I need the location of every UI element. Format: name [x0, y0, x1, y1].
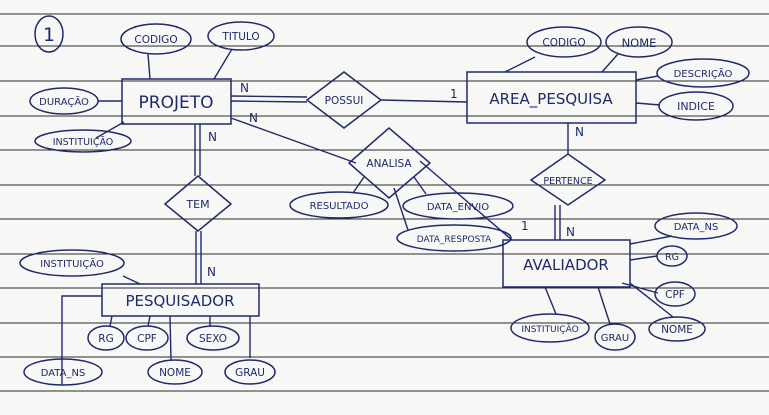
- attribute-label: RESULTADO: [310, 201, 369, 212]
- entity-avaliador-label: AVALIADOR: [523, 256, 609, 274]
- attribute-label: CPF: [137, 333, 157, 345]
- relationship-tem[interactable]: TEM: [163, 175, 233, 232]
- attribute-label: INSTITUIÇÃO: [53, 137, 114, 148]
- attribute-label: DATA_RESPOSTA: [417, 235, 492, 245]
- attribute-label: CPF: [665, 289, 685, 301]
- attribute-analisa-data-resposta[interactable]: DATA_RESPOSTA: [396, 224, 512, 252]
- cardinalities: N N 1 N N N 1 N: [207, 81, 584, 279]
- attributes: CODIGO TITULO DURAÇÃO INSTITUIÇÃO CODIGO…: [19, 21, 750, 386]
- cardinality-label: N: [240, 81, 249, 95]
- attribute-avaliador-cpf[interactable]: CPF: [654, 281, 696, 307]
- cardinality-label: 1: [450, 87, 458, 101]
- attribute-label: DESCRIÇÃO: [674, 67, 733, 80]
- attribute-analisa-resultado[interactable]: RESULTADO: [289, 191, 389, 219]
- attribute-pesquisador-grau[interactable]: GRAU: [224, 359, 276, 385]
- attribute-label: GRAU: [601, 333, 629, 344]
- attribute-label: GRAU: [235, 367, 265, 379]
- attribute-label: DATA_NS: [41, 368, 86, 379]
- attribute-label: CODIGO: [542, 37, 585, 49]
- entity-projeto[interactable]: PROJETO: [121, 78, 232, 125]
- attribute-avaliador-rg[interactable]: RG: [656, 245, 688, 267]
- relationship-analisa[interactable]: ANALISA: [347, 127, 432, 199]
- relationship-analisa-label: ANALISA: [366, 158, 412, 170]
- attribute-pesquisador-rg[interactable]: RG: [87, 325, 125, 351]
- attribute-analisa-data-envio[interactable]: DATA_ENVIO: [402, 192, 514, 220]
- attribute-label: INSTITUIÇÃO: [521, 324, 578, 335]
- attribute-avaliador-instituicao[interactable]: INSTITUIÇÃO: [510, 313, 590, 343]
- attribute-area-indice[interactable]: INDICE: [658, 91, 734, 121]
- cardinality-label: N: [575, 125, 584, 139]
- relationship-possui-label: POSSUI: [325, 95, 364, 107]
- attribute-avaliador-nome[interactable]: NOME: [648, 316, 706, 342]
- attribute-label: DATA_ENVIO: [427, 202, 489, 213]
- attribute-projeto-instituicao[interactable]: INSTITUIÇÃO: [34, 129, 132, 153]
- attribute-avaliador-data-ns[interactable]: DATA_NS: [654, 212, 738, 240]
- entities: PROJETO AREA_PESQUISA PESQUISADOR AVALIA…: [101, 71, 637, 317]
- cardinality-label: N: [207, 265, 216, 279]
- cardinality-label: 1: [521, 219, 529, 233]
- cardinality-label: N: [249, 111, 258, 125]
- attribute-label: RG: [665, 252, 679, 263]
- attribute-label: NOME: [661, 324, 693, 336]
- attribute-label: NOME: [622, 36, 657, 50]
- entity-area-pesquisa[interactable]: AREA_PESQUISA: [466, 71, 637, 124]
- attribute-label: DURAÇÃO: [39, 95, 89, 108]
- exercise-number-badge: 1: [34, 15, 64, 53]
- attribute-label: INDICE: [677, 100, 715, 113]
- relationship-possui[interactable]: POSSUI: [305, 71, 383, 129]
- cardinality-label: N: [208, 130, 217, 144]
- attribute-area-nome[interactable]: NOME: [605, 26, 673, 58]
- connectors: [61, 48, 674, 385]
- attribute-pesquisador-instituicao[interactable]: INSTITUIÇÃO: [19, 249, 125, 277]
- entity-pesquisador-label: PESQUISADOR: [125, 292, 234, 310]
- attribute-label: TITULO: [221, 31, 259, 43]
- entity-projeto-label: PROJETO: [139, 93, 214, 113]
- attribute-pesquisador-nome[interactable]: NOME: [147, 359, 203, 385]
- relationship-pertence[interactable]: PERTENCE: [529, 153, 607, 206]
- entity-pesquisador[interactable]: PESQUISADOR: [101, 283, 260, 317]
- attribute-label: DATA_NS: [674, 222, 719, 233]
- entity-avaliador[interactable]: AVALIADOR: [502, 239, 631, 288]
- attribute-label: CODIGO: [134, 34, 177, 46]
- attribute-avaliador-grau[interactable]: GRAU: [594, 323, 636, 351]
- entity-area-pesquisa-label: AREA_PESQUISA: [489, 90, 613, 109]
- attribute-label: INSTITUIÇÃO: [40, 257, 104, 270]
- attribute-label: SEXO: [199, 333, 227, 345]
- attribute-area-descricao[interactable]: DESCRIÇÃO: [656, 58, 750, 88]
- attribute-label: RG: [98, 333, 113, 345]
- attribute-pesquisador-data-ns[interactable]: DATA_NS: [23, 358, 103, 386]
- attribute-projeto-codigo[interactable]: CODIGO: [120, 23, 192, 55]
- exercise-number: 1: [43, 24, 55, 46]
- attribute-projeto-duracao[interactable]: DURAÇÃO: [29, 87, 99, 115]
- relationships: POSSUI ANALISA TEM PERTENCE: [163, 71, 607, 232]
- relationship-tem-label: TEM: [185, 198, 209, 211]
- attribute-pesquisador-cpf[interactable]: CPF: [125, 325, 169, 351]
- relationship-pertence-label: PERTENCE: [543, 176, 592, 187]
- ruled-lines: [0, 13, 769, 392]
- attribute-pesquisador-sexo[interactable]: SEXO: [186, 325, 240, 351]
- attribute-projeto-titulo[interactable]: TITULO: [207, 21, 275, 51]
- attribute-label: NOME: [159, 367, 191, 379]
- cardinality-label: N: [566, 225, 575, 239]
- attribute-area-codigo[interactable]: CODIGO: [526, 26, 602, 58]
